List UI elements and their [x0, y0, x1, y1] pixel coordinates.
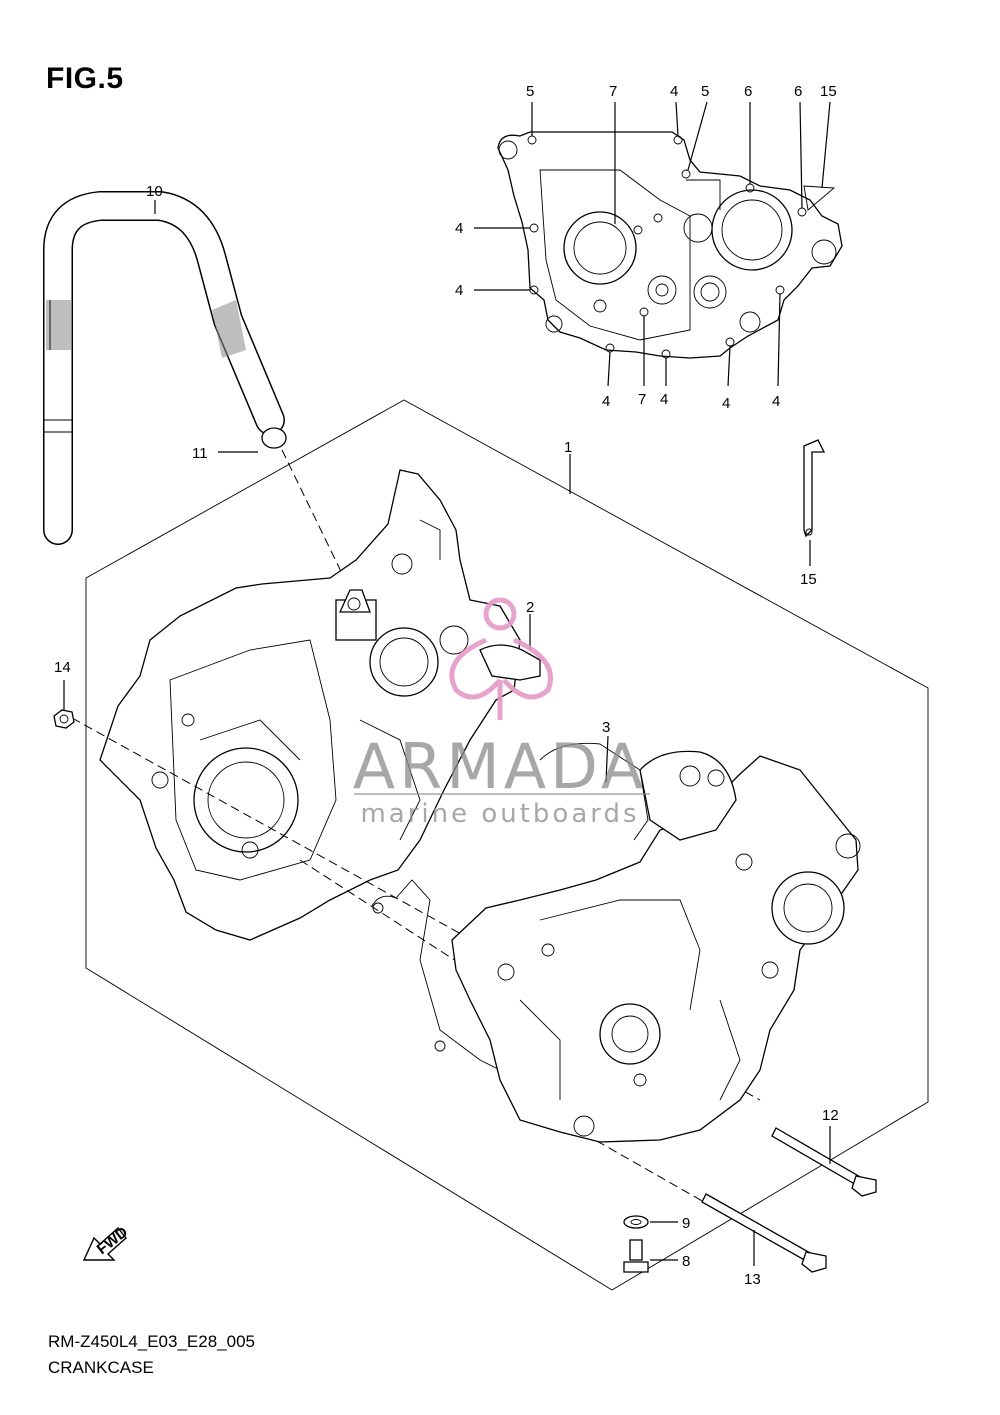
watermark-brand: ARMADA [353, 730, 647, 803]
callout-14: 14 [54, 659, 71, 676]
callout-5: 5 [701, 83, 709, 100]
short-bolt [623, 1239, 678, 1273]
hose-clamp [218, 427, 351, 591]
callout-4: 4 [455, 220, 463, 237]
watermark: ARMADA marine outboards [353, 597, 650, 829]
callout-4: 4 [772, 393, 780, 410]
callout-4: 4 [660, 391, 668, 408]
crankcase-gasket-view [497, 131, 843, 359]
callout-8: 8 [682, 1253, 690, 1270]
fwd-label: FWD [94, 1223, 132, 1258]
bolt-longer [701, 1193, 827, 1273]
figure-code: RM-Z450L4_E03_E28_005 [48, 1332, 255, 1351]
callout-1: 1 [564, 439, 572, 456]
figure-name: CRANKCASE [48, 1358, 154, 1377]
crankcase-right [451, 750, 861, 1143]
alignment-line-lower [559, 1119, 821, 1269]
callout-11: 11 [192, 445, 208, 462]
callout-9: 9 [682, 1215, 690, 1232]
crankcase-left [99, 469, 541, 941]
callout-13: 13 [744, 1271, 761, 1288]
bolt-long [771, 1126, 877, 1197]
callout-15: 15 [800, 571, 817, 588]
callout-2: 2 [526, 599, 534, 616]
callout-4: 4 [722, 395, 730, 412]
fwd-arrow: FWD [82, 1223, 132, 1261]
crankcase-set-box [85, 399, 929, 1291]
callout-12: 12 [822, 1107, 839, 1124]
callout-5: 5 [526, 83, 534, 100]
watermark-flower-logo [449, 597, 553, 720]
callout-4: 4 [670, 83, 678, 100]
callout-3: 3 [602, 719, 610, 736]
callout-7: 7 [609, 83, 617, 100]
plug-nut [53, 680, 75, 729]
alignment-line-upper [71, 717, 761, 1101]
washer [623, 1215, 678, 1229]
callout-6: 6 [744, 83, 752, 100]
breather-hose [43, 191, 285, 545]
callout-15: 15 [820, 83, 837, 100]
callout-6: 6 [794, 83, 802, 100]
callout-7: 7 [638, 391, 646, 408]
watermark-tagline: marine outboards [360, 799, 639, 829]
callout-4: 4 [602, 393, 610, 410]
callout-labels: 5 7 4 5 6 6 15 4 4 4 7 4 4 4 10 11 1 15 … [54, 83, 839, 1288]
callout-10: 10 [146, 183, 163, 200]
callout-4: 4 [455, 282, 463, 299]
figure-title: FIG.5 [46, 62, 124, 95]
wire-clamp [803, 439, 826, 566]
gasket-view-leaders [474, 101, 831, 387]
